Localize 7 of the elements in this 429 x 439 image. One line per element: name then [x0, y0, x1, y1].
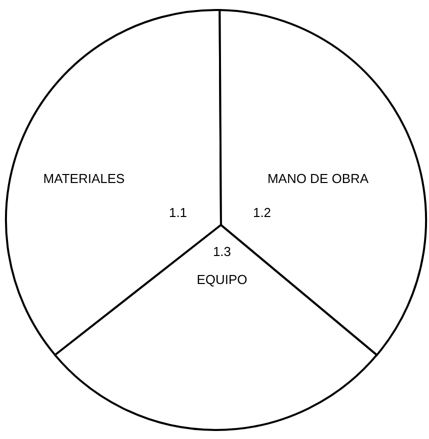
sector-label: MANO DE OBRA: [267, 171, 369, 186]
sector-label: EQUIPO: [196, 272, 248, 287]
sector-number: 1.1: [168, 205, 188, 220]
sector-label: MATERIALES: [43, 171, 125, 186]
sector-number: 1.3: [212, 244, 232, 259]
sector-number: 1.2: [252, 205, 272, 220]
pie-sector: [55, 225, 377, 430]
